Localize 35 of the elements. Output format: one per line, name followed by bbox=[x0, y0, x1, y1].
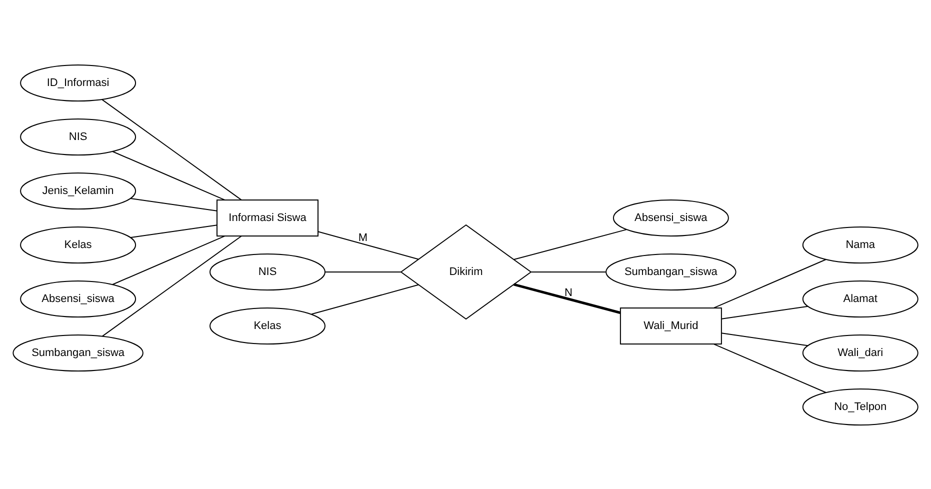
connector bbox=[130, 197, 218, 211]
node-ellipse: ID_Informasi bbox=[20, 64, 136, 101]
node-ellipse: Absensi_siswa bbox=[612, 199, 729, 236]
edge-label: N bbox=[564, 286, 572, 298]
connector bbox=[311, 284, 420, 314]
connector bbox=[721, 305, 808, 319]
connector bbox=[530, 271, 606, 272]
connector bbox=[324, 271, 402, 272]
connector bbox=[112, 235, 226, 285]
connector bbox=[714, 258, 826, 308]
node-ellipse: Sumbangan_siswa bbox=[606, 253, 736, 290]
node-ellipse: Wali_dari bbox=[802, 334, 918, 371]
edge-label: M bbox=[358, 231, 368, 244]
connector bbox=[130, 224, 218, 238]
node-ellipse: Kelas bbox=[210, 307, 326, 344]
node-ellipse: Kelas bbox=[20, 226, 136, 263]
connector bbox=[514, 282, 620, 314]
connector bbox=[102, 235, 242, 336]
node-ellipse: No_Telpon bbox=[802, 388, 918, 425]
connector bbox=[102, 98, 242, 200]
node-box: Informasi Siswa bbox=[216, 199, 318, 236]
connector bbox=[112, 150, 226, 200]
connector bbox=[318, 230, 419, 260]
node-diamond: Dikirim bbox=[400, 224, 532, 320]
node-ellipse: NIS bbox=[20, 118, 136, 155]
node-ellipse: Sumbangan_siswa bbox=[12, 334, 144, 371]
node-ellipse: Jenis_Kelamin bbox=[20, 172, 136, 209]
connector bbox=[714, 343, 826, 393]
node-ellipse: Nama bbox=[802, 226, 918, 263]
node-ellipse: Alamat bbox=[802, 280, 918, 317]
node-ellipse: Absensi_siswa bbox=[20, 280, 136, 317]
connector bbox=[721, 332, 808, 346]
node-ellipse: NIS bbox=[210, 253, 326, 290]
connector bbox=[513, 228, 627, 260]
node-box: Wali_Murid bbox=[620, 307, 722, 344]
